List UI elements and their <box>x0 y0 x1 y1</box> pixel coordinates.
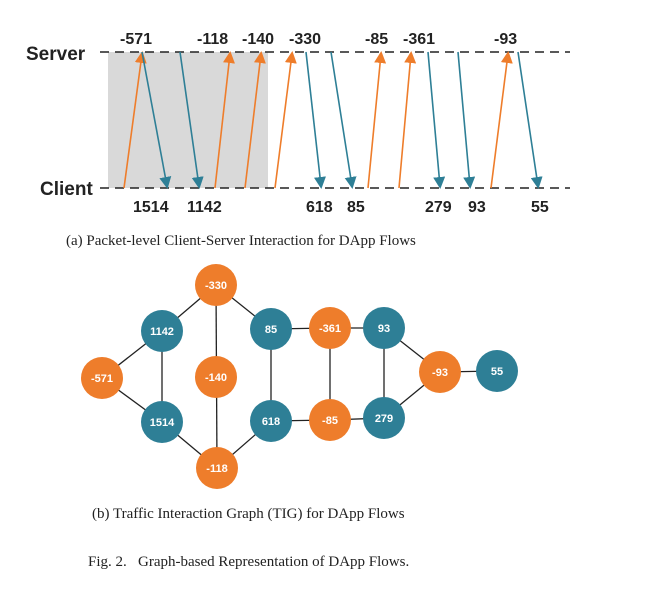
node-label: 55 <box>491 366 503 378</box>
graph-node: 1514 <box>141 401 183 443</box>
node-label: 1514 <box>150 417 175 429</box>
graph-node: 55 <box>476 350 518 392</box>
node-label: -330 <box>205 280 227 292</box>
server-value: -93 <box>494 31 517 48</box>
client-values: 1514 1142 618 85 279 93 55 <box>133 199 549 216</box>
client-value: 85 <box>347 199 365 216</box>
node-label: 618 <box>262 416 280 428</box>
node-label: -85 <box>322 415 338 427</box>
server-value: -118 <box>197 31 228 48</box>
node-circle <box>250 308 292 350</box>
server-value: -330 <box>289 31 321 48</box>
packet-arrow-up <box>123 51 147 189</box>
packet-arrow-down <box>517 51 543 189</box>
node-circle <box>195 264 237 306</box>
graph-node: -330 <box>195 264 237 306</box>
node-circle <box>195 356 237 398</box>
node-circle <box>141 310 183 352</box>
node-label: -118 <box>206 463 227 475</box>
graph-node: 85 <box>250 308 292 350</box>
node-label: 1142 <box>150 326 174 338</box>
packet-sequence-diagram: Server Client -571 -118 -140 -330 -85 <box>26 31 570 249</box>
client-value: 279 <box>425 199 452 216</box>
graph-node: 279 <box>363 397 405 439</box>
caption-b: (b) Traffic Interaction Graph (TIG) for … <box>92 506 405 522</box>
graph-node: -93 <box>419 351 461 393</box>
server-value: -571 <box>120 31 152 48</box>
graph-node: -85 <box>309 399 351 441</box>
client-label: Client <box>40 179 93 200</box>
node-circle <box>363 307 405 349</box>
graph-node: -118 <box>196 447 238 489</box>
packet-arrow-down <box>305 51 326 189</box>
node-circle <box>81 357 123 399</box>
graph-node: -140 <box>195 356 237 398</box>
packet-arrow-down <box>330 51 357 189</box>
traffic-interaction-graph: -571 1142 1514 -330 -140 -118 85 618 -361 -85 93 27… <box>81 264 518 522</box>
node-circle <box>476 350 518 392</box>
node-circle <box>419 351 461 393</box>
node-circle <box>141 401 183 443</box>
node-label: -93 <box>432 367 448 379</box>
node-label: 85 <box>265 324 277 336</box>
packet-arrow-up <box>244 51 266 189</box>
packet-arrow-down <box>427 51 446 189</box>
node-label: -140 <box>205 372 227 384</box>
server-value: -140 <box>242 31 274 48</box>
server-value: -85 <box>365 31 388 48</box>
client-value: 1142 <box>187 199 222 216</box>
graph-node: 93 <box>363 307 405 349</box>
node-label: -361 <box>319 323 341 335</box>
graph-nodes: -571 1142 1514 -330 -140 -118 85 618 -361 -85 93 27… <box>81 264 518 489</box>
node-circle <box>250 400 292 442</box>
node-label: -571 <box>91 373 113 385</box>
packet-arrow-up <box>367 51 387 189</box>
server-value: -361 <box>403 31 435 48</box>
packet-arrow-down <box>141 51 172 189</box>
shaded-region <box>108 52 268 188</box>
client-value: 93 <box>468 199 486 216</box>
graph-node: 618 <box>250 400 292 442</box>
node-circle <box>309 307 351 349</box>
node-label: 279 <box>375 413 393 425</box>
caption-a: (a) Packet-level Client-Server Interacti… <box>66 233 416 249</box>
figure-caption: Fig. 2. Graph-based Representation of DA… <box>88 554 409 570</box>
packet-arrows <box>123 51 543 189</box>
graph-node: 1142 <box>141 310 183 352</box>
client-value: 55 <box>531 199 549 216</box>
server-values: -571 -118 -140 -330 -85 -361 -93 <box>120 31 517 48</box>
node-circle <box>363 397 405 439</box>
node-circle <box>309 399 351 441</box>
packet-arrow-up <box>490 51 513 189</box>
server-label: Server <box>26 44 86 65</box>
packet-arrow-down <box>457 51 476 189</box>
graph-node: -571 <box>81 357 123 399</box>
graph-node: -361 <box>309 307 351 349</box>
node-circle <box>196 447 238 489</box>
client-value: 1514 <box>133 199 169 216</box>
packet-arrow-down <box>179 51 204 189</box>
packet-arrow-up <box>274 51 297 189</box>
packet-arrow-up <box>398 51 417 189</box>
packet-arrow-up <box>214 51 235 189</box>
client-value: 618 <box>306 199 333 216</box>
node-label: 93 <box>378 323 390 335</box>
